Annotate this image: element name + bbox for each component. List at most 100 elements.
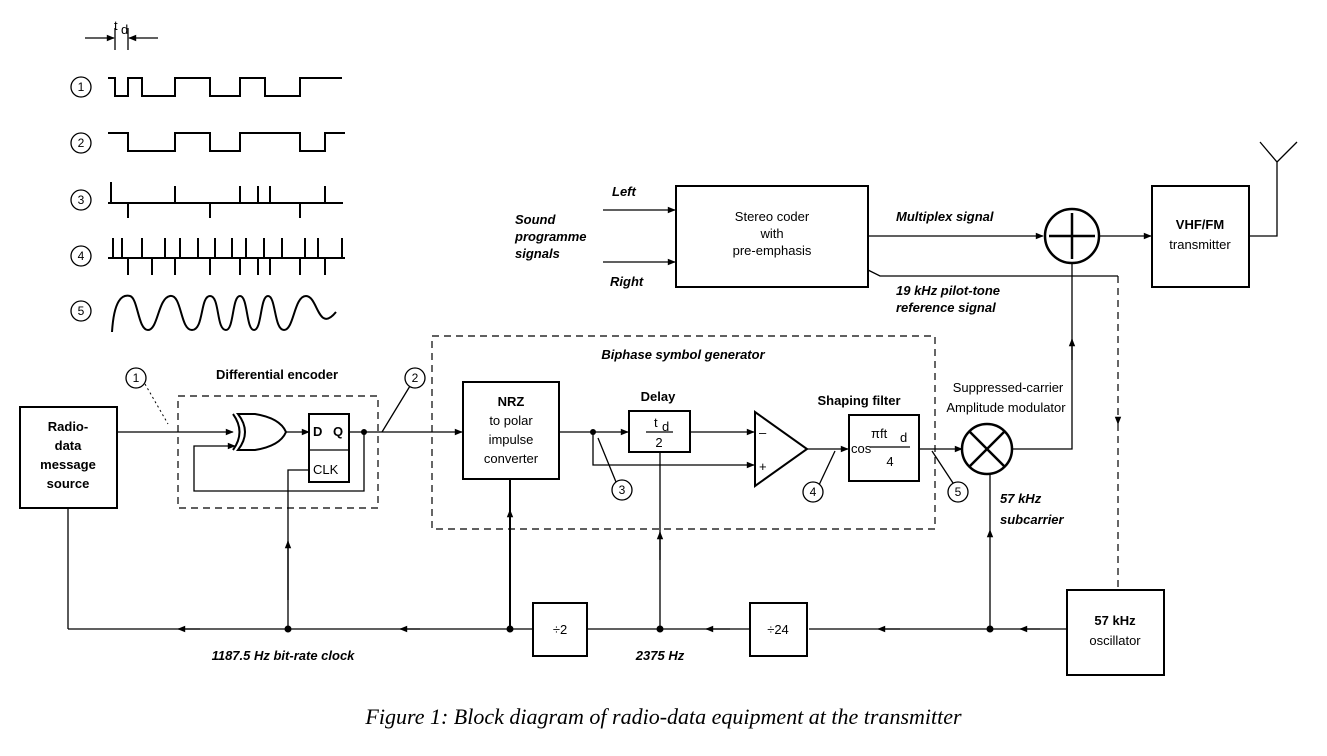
shaping-cos: cos bbox=[851, 441, 872, 456]
sound-label-line3: signals bbox=[515, 246, 560, 261]
waveform-1 bbox=[108, 77, 342, 97]
timing-diagram: t d 1 2 3 4 5 bbox=[70, 18, 345, 333]
nrz-line2: to polar bbox=[489, 413, 533, 428]
modulator-to-sum-line bbox=[1012, 263, 1073, 450]
marker-3: 3 bbox=[619, 483, 626, 497]
radio-data-source-block bbox=[19, 406, 118, 509]
pilot-line bbox=[867, 269, 1118, 277]
sound-label-line1: Sound bbox=[515, 212, 556, 227]
div2-label: ÷2 bbox=[553, 622, 567, 637]
subcarrier-label-line2: subcarrier bbox=[1000, 512, 1065, 527]
nrz-line3: impulse bbox=[489, 432, 534, 447]
waveform-5 bbox=[111, 294, 337, 333]
trace-number-circle-5 bbox=[70, 300, 92, 322]
shaping-numerator-sub: d bbox=[900, 430, 907, 445]
figure-caption: Figure 1: Block diagram of radio-data eq… bbox=[365, 704, 962, 729]
osc-junction-dot bbox=[986, 625, 994, 633]
delay-denominator: 2 bbox=[655, 435, 662, 450]
freq-2375-label: 2375 Hz bbox=[635, 648, 685, 663]
ff-clk-label: CLK bbox=[313, 462, 339, 477]
sound-label-line2: programme bbox=[514, 229, 587, 244]
vhf-line1: VHF/FM bbox=[1176, 217, 1224, 232]
trace-number-4: 4 bbox=[78, 249, 85, 263]
stereo-coder-line2: with bbox=[759, 226, 783, 241]
antenna-icon bbox=[1249, 141, 1298, 237]
shaping-filter-label: Shaping filter bbox=[817, 393, 900, 408]
nrz-converter-block bbox=[462, 381, 560, 480]
trace-number-5: 5 bbox=[78, 304, 85, 318]
ff-d-label: D bbox=[313, 424, 322, 439]
left-label: Left bbox=[612, 184, 637, 199]
differential-encoder-group bbox=[177, 395, 379, 509]
d-flipflop-block bbox=[308, 413, 350, 483]
marker-1: 1 bbox=[133, 371, 140, 385]
trace-number-2: 2 bbox=[78, 136, 85, 150]
trace-number-circle-1 bbox=[70, 76, 92, 98]
marker-circle-1 bbox=[125, 367, 147, 389]
waveform-2 bbox=[108, 132, 345, 152]
feedback-junction-dot bbox=[361, 429, 367, 435]
vhf-fm-transmitter-block bbox=[1151, 185, 1250, 288]
oscillator-block bbox=[1066, 589, 1165, 676]
stereo-coder-line1: Stereo coder bbox=[735, 209, 810, 224]
delay-label: Delay bbox=[641, 389, 676, 404]
multiplier-modulator bbox=[960, 422, 1014, 476]
comparator-minus: – bbox=[759, 425, 767, 440]
right-label: Right bbox=[610, 274, 644, 289]
shaping-numerator: πft bbox=[871, 426, 888, 441]
am-label-line1: Suppressed-carrier bbox=[953, 380, 1064, 395]
marker-3-leader bbox=[597, 437, 617, 483]
delay-td: t bbox=[654, 415, 658, 430]
comparator-triangle bbox=[754, 410, 809, 488]
div2-block bbox=[532, 602, 588, 657]
summing-junction bbox=[1043, 207, 1101, 265]
marker-2-leader bbox=[381, 385, 411, 433]
comparator-plus: + bbox=[759, 459, 767, 474]
waveform-3 bbox=[108, 182, 343, 218]
vhf-line2: transmitter bbox=[1169, 237, 1231, 252]
bitrate-clock-label: 1187.5 Hz bit-rate clock bbox=[212, 648, 356, 663]
subcarrier-label-line1: 57 kHz bbox=[1000, 491, 1042, 506]
am-label-line2: Amplitude modulator bbox=[946, 400, 1066, 415]
radio-line3: message bbox=[40, 457, 96, 472]
biphase-label: Biphase symbol generator bbox=[601, 347, 765, 362]
marker-1-leader bbox=[144, 383, 169, 425]
ff-q-label: Q bbox=[333, 424, 343, 439]
waveform-4 bbox=[108, 238, 345, 275]
td-dimension: t d bbox=[85, 18, 158, 50]
pilot-label-line1: 19 kHz pilot-tone bbox=[896, 283, 1000, 298]
osc-line1: 57 kHz bbox=[1094, 613, 1136, 628]
direct-path-line bbox=[592, 432, 755, 469]
trace-number-circle-3 bbox=[70, 189, 92, 211]
radio-line2: data bbox=[55, 438, 83, 453]
osc-line2: oscillator bbox=[1089, 633, 1141, 648]
radio-line1: Radio- bbox=[48, 419, 88, 434]
clock-to-ff-line bbox=[287, 469, 309, 628]
multiplex-label: Multiplex signal bbox=[896, 209, 994, 224]
trace-number-circle-2 bbox=[70, 132, 92, 154]
marker-circle-2 bbox=[404, 367, 426, 389]
delay-td-sub: d bbox=[662, 419, 669, 434]
trace-number-circle-4 bbox=[70, 245, 92, 267]
marker-4: 4 bbox=[810, 485, 817, 499]
div24-label: ÷24 bbox=[767, 622, 789, 637]
xor-gate bbox=[232, 413, 288, 451]
differential-encoder-label: Differential encoder bbox=[216, 367, 338, 382]
marker-5-leader bbox=[931, 450, 954, 484]
marker-5: 5 bbox=[955, 485, 962, 499]
nrz-line4: converter bbox=[484, 451, 539, 466]
pilot-label-line2: reference signal bbox=[896, 300, 996, 315]
ff-clock-junction-dot bbox=[284, 625, 292, 633]
sound-inputs: Sound programme signals Left Right bbox=[514, 184, 676, 289]
marker-4-leader bbox=[818, 450, 836, 486]
marker-2: 2 bbox=[412, 371, 419, 385]
td-label: t bbox=[114, 18, 118, 33]
trace-number-3: 3 bbox=[78, 193, 85, 207]
marker-circle-3 bbox=[611, 479, 633, 501]
td-subscript: d bbox=[121, 22, 128, 37]
radio-line4: source bbox=[47, 476, 90, 491]
marker-circle-5 bbox=[947, 481, 969, 503]
nrz-line1: NRZ bbox=[498, 394, 525, 409]
marker-circle-4 bbox=[802, 481, 824, 503]
